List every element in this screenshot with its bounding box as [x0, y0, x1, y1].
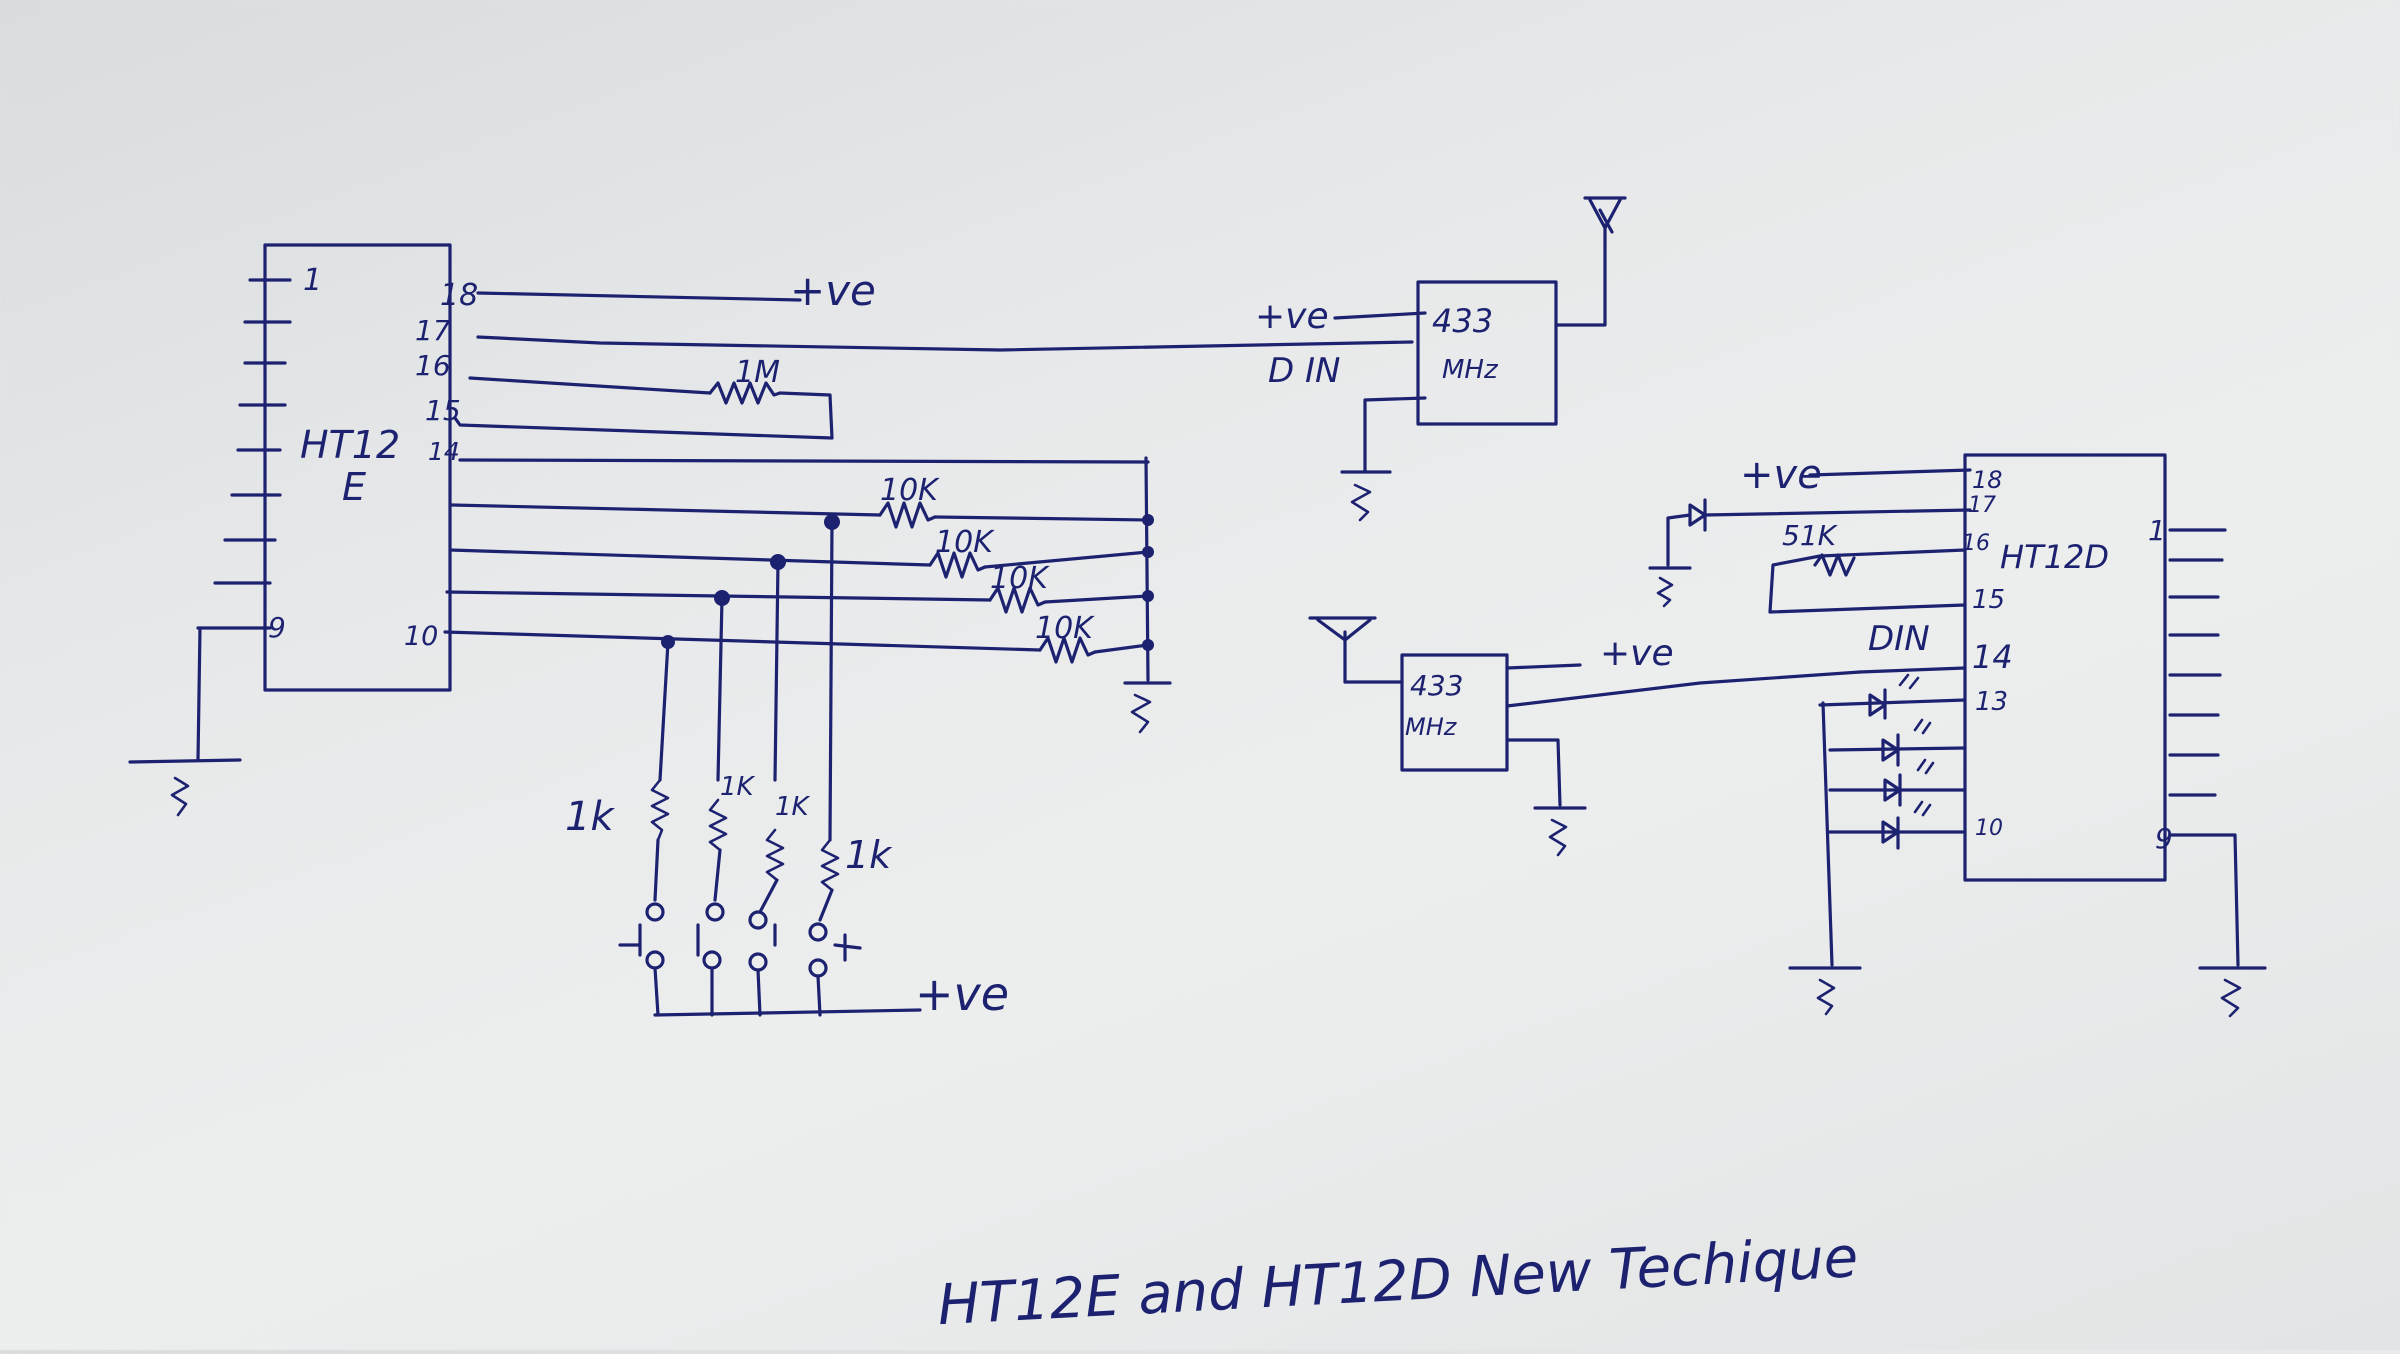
ht12d-right-pins [2168, 528, 2267, 1018]
transmitter-433mhz: 433 MHz +ve D IN [1255, 196, 1627, 522]
r-1m-label: 1M [735, 355, 780, 390]
ht12d-pin14-label: 14 [1972, 638, 2013, 676]
ht12e-encoder: 1 9 10 14 15 16 17 18 HT12 E [128, 243, 478, 817]
ht12e-pin16-label: 16 [415, 349, 451, 382]
ground-icon [1548, 818, 1568, 857]
r-10k-b-label: 10K [935, 525, 995, 560]
ht12d-pin10-label: 10 [1975, 816, 2003, 841]
receiver-plus-ve-label: +ve [1600, 633, 1674, 674]
ht12e-pin1-label: 1 [303, 263, 322, 298]
ht12d-pin15-label: 15 [1972, 585, 2005, 615]
ht12d-decoder: HT12D 1 9 10 13 14 15 16 17 18 +ve [1648, 452, 2267, 1018]
ht12e-name-line1: HT12 [300, 423, 400, 467]
ht12e-pin18-label: 18 [440, 278, 478, 313]
decoder-plus-ve-label: +ve [1740, 452, 1822, 498]
ht12e-data-lines: 10K 10K 10K 10K [443, 456, 1172, 734]
led-icon [1688, 498, 1707, 532]
ht12e-dout-net [476, 335, 1414, 352]
r-10k-c-label: 10K [990, 561, 1050, 596]
ht12d-pin16-label: 16 [1962, 531, 1990, 556]
antenna-icon [1583, 196, 1627, 230]
r-1k-a-label: 1k [565, 794, 615, 840]
transmitter-body [1416, 280, 1558, 426]
ht12e-body [263, 243, 452, 692]
receiver-name-line2: MHz [1405, 713, 1458, 741]
ht12e-osc-resistor: 1M [453, 355, 834, 440]
ht12d-name: HT12D [2000, 538, 2109, 576]
transmitter-name-line2: MHz [1442, 355, 1499, 385]
led-icon [1883, 773, 1902, 807]
transmitter-name-line1: 433 [1432, 302, 1493, 340]
ht12e-power-net: +ve [476, 266, 876, 315]
ht12e-name-line2: E [342, 465, 366, 509]
ht12e-switch-network: 1k 1K 1K 1k +ve [565, 514, 1009, 1021]
led-icon [1868, 688, 1887, 720]
ht12e-pin15-label: 15 [425, 394, 461, 427]
ground-icon [1816, 978, 1836, 1016]
ht12e-pin10-label: 10 [404, 621, 438, 652]
ht12d-pin1-label: 1 [2148, 514, 2166, 547]
encoder-plus-ve-label: +ve [790, 266, 876, 315]
r-1k-b-label: 1K [720, 772, 756, 802]
ground-icon [1350, 483, 1372, 522]
transmitter-din-label: D IN [1268, 351, 1340, 391]
receiver-body [1400, 653, 1509, 772]
ht12e-pin14-label: 14 [428, 437, 460, 466]
transmitter-plus-ve-label: +ve [1255, 296, 1329, 337]
r-10k-a-label: 10K [880, 473, 940, 508]
r-1k-c-label: 1K [775, 792, 811, 822]
switches-plus-ve-label: +ve [915, 967, 1009, 1021]
r-51k-label: 51K [1782, 519, 1839, 552]
led-icon [1881, 816, 1900, 850]
ground-icon [1130, 693, 1152, 734]
r-1k-d-label: 1k [845, 833, 893, 877]
ht12e-pin17-label: 17 [415, 314, 451, 347]
ht12e-left-pins [128, 278, 292, 817]
ht12e-pin9-label: 9 [268, 611, 286, 644]
diagram-caption: HT12E and HT12D New Techique [936, 1225, 1860, 1338]
led-icon [1881, 733, 1900, 767]
decoder-din-label: DIN [1868, 619, 1930, 659]
ground-icon [2220, 978, 2242, 1018]
ht12d-pin9-label: 9 [2155, 822, 2173, 855]
receiver-433mhz: 433 MHz +ve [1308, 616, 1862, 857]
ground-icon [1656, 576, 1674, 608]
receiver-name-line1: 433 [1410, 669, 1463, 702]
antenna-icon [1308, 616, 1377, 642]
ht12d-pin13-label: 13 [1975, 687, 2008, 717]
ht12d-pin18-label: 18 [1972, 466, 2003, 494]
ground-icon [170, 776, 190, 817]
ht12d-pin17-label: 17 [1968, 493, 1996, 518]
r-10k-d-label: 10K [1035, 611, 1095, 646]
